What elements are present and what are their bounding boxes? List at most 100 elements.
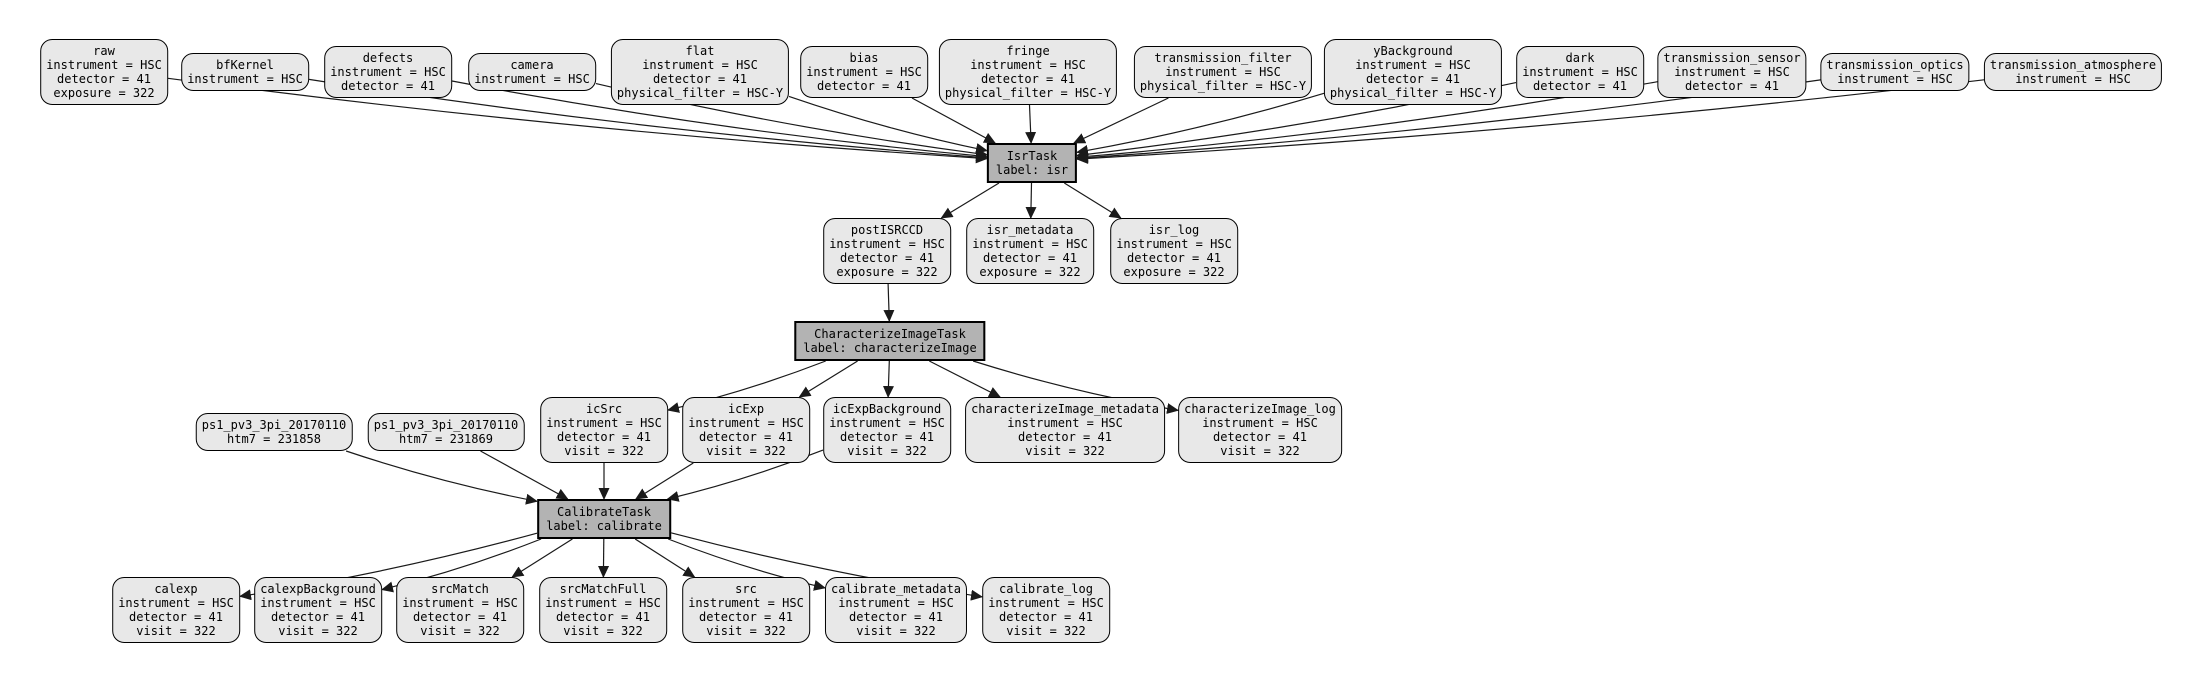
- edge-characterizeImage-to-icExp: [798, 360, 858, 398]
- node-attribute: detector = 41: [1685, 79, 1779, 93]
- node-attribute: instrument = HSC: [1837, 72, 1953, 86]
- edge-ps1_pv3_3pi_20170110_231869-to-calibrate: [480, 450, 569, 500]
- node-attribute: instrument = HSC: [829, 416, 945, 430]
- node-attribute: htm7 = 231858: [227, 432, 321, 446]
- node-attribute: detector = 41: [57, 72, 151, 86]
- node-attribute: visit = 322: [564, 444, 644, 458]
- node-title: flat: [685, 44, 715, 58]
- node-attribute: instrument = HSC: [330, 65, 446, 79]
- node-title: transmission_atmosphere: [1989, 58, 2157, 72]
- node-title: calibrate_metadata: [830, 582, 962, 596]
- node-title: ps1_pv3_3pi_20170110: [373, 418, 519, 432]
- node-title: icExpBackground: [832, 402, 942, 416]
- node-attribute: visit = 322: [706, 624, 786, 638]
- edge-characterizeImage-to-icExpBackground: [882, 360, 894, 398]
- node-title: calexp: [154, 582, 198, 596]
- node-title: characterizeImage_metadata: [971, 402, 1159, 416]
- node-attribute: detector = 41: [840, 251, 934, 265]
- node-attribute: exposure = 322: [979, 265, 1081, 279]
- node-attribute: visit = 322: [706, 444, 786, 458]
- node-attribute: physical_filter = HSC-Y: [1139, 79, 1307, 93]
- node-attribute: detector = 41: [817, 79, 911, 93]
- node-attribute: detector = 41: [849, 610, 943, 624]
- node-attribute: detector = 41: [983, 251, 1077, 265]
- node-attribute: instrument = HSC: [1674, 65, 1790, 79]
- node-title: calibrate_log: [999, 582, 1093, 596]
- node-attribute: visit = 322: [856, 624, 936, 638]
- node-title: postISRCCD: [850, 223, 924, 237]
- node-title: calexpBackground: [260, 582, 376, 596]
- node-attribute: detector = 41: [556, 610, 650, 624]
- node-attribute: label: isr: [995, 163, 1069, 177]
- node-attribute: detector = 41: [840, 430, 934, 444]
- node-attribute: detector = 41: [981, 72, 1075, 86]
- node-title: bias: [849, 51, 879, 65]
- edge-flat-to-isr: [788, 95, 988, 154]
- node-title: icSrc: [585, 402, 623, 416]
- node-title: ps1_pv3_3pi_20170110: [201, 418, 347, 432]
- node-attribute: visit = 322: [847, 444, 927, 458]
- edge-raw-to-isr: [167, 77, 988, 164]
- node-attribute: exposure = 322: [1123, 265, 1225, 279]
- edge-bias-to-isr: [911, 97, 996, 144]
- node-attribute: visit = 322: [1025, 444, 1105, 458]
- node-attribute: instrument = HSC: [545, 596, 661, 610]
- node-title: transmission_optics: [1826, 58, 1964, 72]
- node-title: isr_metadata: [986, 223, 1074, 237]
- node-attribute: physical_filter = HSC-Y: [616, 86, 784, 100]
- node-attribute: visit = 322: [420, 624, 500, 638]
- node-title: raw: [93, 44, 115, 58]
- node-attribute: detector = 41: [1127, 251, 1221, 265]
- node-attribute: instrument = HSC: [402, 596, 518, 610]
- node-title: IsrTask: [1006, 149, 1058, 163]
- node-title: CharacterizeImageTask: [814, 327, 966, 341]
- node-attribute: instrument = HSC: [118, 596, 234, 610]
- edge-fringe-to-isr: [1025, 104, 1037, 144]
- node-attribute: instrument = HSC: [1355, 58, 1471, 72]
- node-attribute: detector = 41: [413, 610, 507, 624]
- node-attribute: detector = 41: [557, 430, 651, 444]
- edge-isr-to-postISRCCD: [940, 182, 1000, 219]
- node-title: isr_log: [1148, 223, 1200, 237]
- node-attribute: instrument = HSC: [1007, 416, 1123, 430]
- node-attribute: instrument = HSC: [688, 596, 804, 610]
- node-attribute: instrument = HSC: [806, 65, 922, 79]
- node-title: camera: [510, 58, 554, 72]
- node-title: icExp: [727, 402, 765, 416]
- edge-calibrate-to-src: [634, 538, 696, 578]
- node-attribute: instrument = HSC: [838, 596, 954, 610]
- node-attribute: label: characterizeImage: [803, 341, 977, 355]
- edge-transmission_filter-to-isr: [1073, 97, 1169, 144]
- node-attribute: detector = 41: [1213, 430, 1307, 444]
- node-attribute: instrument = HSC: [988, 596, 1104, 610]
- edge-calibrate-to-srcMatch: [511, 538, 573, 578]
- node-attribute: instrument = HSC: [1165, 65, 1281, 79]
- node-attribute: visit = 322: [563, 624, 643, 638]
- node-attribute: instrument = HSC: [829, 237, 945, 251]
- node-attribute: detector = 41: [699, 610, 793, 624]
- edge-postISRCCD-to-characterizeImage: [883, 283, 895, 322]
- node-attribute: instrument = HSC: [688, 416, 804, 430]
- edge-ps1_pv3_3pi_20170110_231858-to-calibrate: [345, 450, 538, 505]
- node-title: characterizeImage_log: [1184, 402, 1336, 416]
- node-attribute: instrument = HSC: [642, 58, 758, 72]
- node-attribute: instrument = HSC: [1116, 237, 1232, 251]
- node-title: fringe: [1006, 44, 1050, 58]
